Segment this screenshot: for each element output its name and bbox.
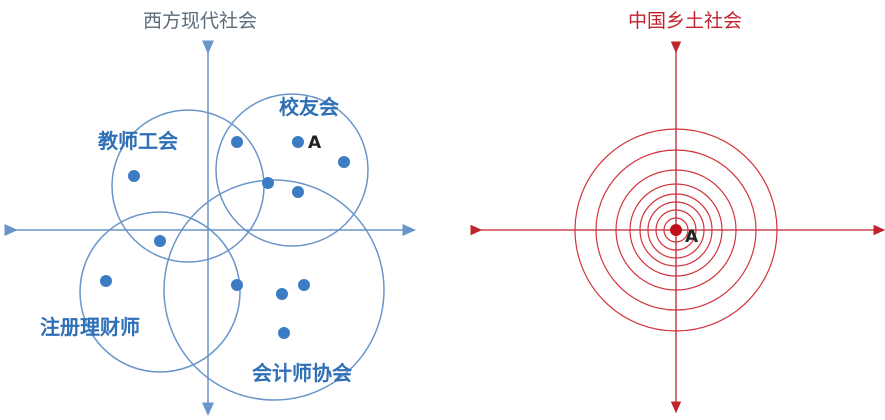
china-ring [655, 209, 697, 251]
west-point [231, 136, 243, 148]
west-point [338, 156, 350, 168]
label-cpa: 注册理财师 [40, 315, 140, 339]
west-title: 西方现代社会 [142, 10, 257, 32]
west-point [262, 177, 274, 189]
circle-accountants [163, 179, 385, 401]
china-ring [595, 149, 757, 311]
china-ring [574, 128, 778, 332]
circle-cpa [79, 211, 241, 373]
west-point [298, 279, 310, 291]
china-ring [639, 193, 713, 267]
west-point [276, 288, 288, 300]
china-ring [629, 183, 723, 277]
west-point [128, 170, 140, 182]
circle-alumni [215, 93, 369, 247]
west-point [154, 235, 166, 247]
china-ring [647, 201, 705, 259]
china-center-point [670, 224, 682, 236]
west-point [292, 186, 304, 198]
china-ring [615, 169, 737, 291]
china-rings [574, 128, 778, 332]
label-teachers-union: 教师工会 [98, 129, 178, 153]
west-point-a-label: A [308, 133, 322, 153]
china-panel: 中国乡土社会 A [445, 0, 885, 420]
west-point-a [292, 136, 304, 148]
west-panel: 西方现代社会 教师工会 [0, 0, 440, 420]
west-diagram: 教师工会 校友会 注册理财师 会计师协会 A [4, 40, 416, 416]
china-ring [663, 217, 689, 243]
china-diagram: A [470, 41, 885, 414]
west-point [278, 327, 290, 339]
west-point [100, 275, 112, 287]
west-point [231, 279, 243, 291]
label-alumni: 校友会 [279, 95, 339, 119]
label-accountants: 会计师协会 [252, 361, 352, 385]
china-title: 中国乡土社会 [627, 10, 742, 32]
west-points [100, 136, 350, 339]
china-point-a-label: A [685, 227, 699, 247]
